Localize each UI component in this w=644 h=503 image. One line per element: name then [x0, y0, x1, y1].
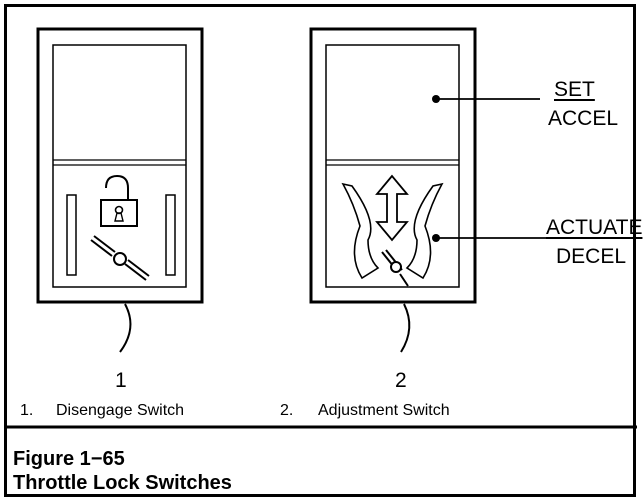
- legend-1-label: Disengage Switch: [56, 402, 185, 419]
- actuate-label: ACTUATE: [546, 216, 643, 239]
- figure-title: Throttle Lock Switches: [13, 472, 232, 494]
- left-guide: [341, 182, 380, 280]
- unlocked-padlock-icon: [100, 174, 138, 227]
- switch-2-number: 2: [395, 369, 407, 392]
- leader-line-1: [119, 303, 132, 353]
- left-slot: [66, 194, 77, 276]
- throttle-lever-icon: [90, 235, 150, 281]
- right-guide: [405, 182, 444, 280]
- adjust-lever-icon: [381, 249, 409, 287]
- set-label: SET: [554, 78, 595, 101]
- figure-number: Figure 1−65: [13, 448, 125, 470]
- legend-2-number: 2.: [280, 402, 294, 419]
- figure-frame: [4, 4, 636, 497]
- switch-1-number: 1: [115, 369, 127, 392]
- adjustment-switch: [309, 27, 574, 353]
- leader-line-2: [400, 303, 411, 353]
- disengage-switch: [36, 27, 204, 353]
- decel-label: DECEL: [556, 245, 627, 268]
- double-arrow-icon: [375, 174, 409, 242]
- right-slot: [165, 194, 176, 276]
- legend-1-number: 1.: [20, 402, 34, 419]
- accel-label: ACCEL: [548, 107, 619, 130]
- legend-2-label: Adjustment Switch: [318, 402, 450, 419]
